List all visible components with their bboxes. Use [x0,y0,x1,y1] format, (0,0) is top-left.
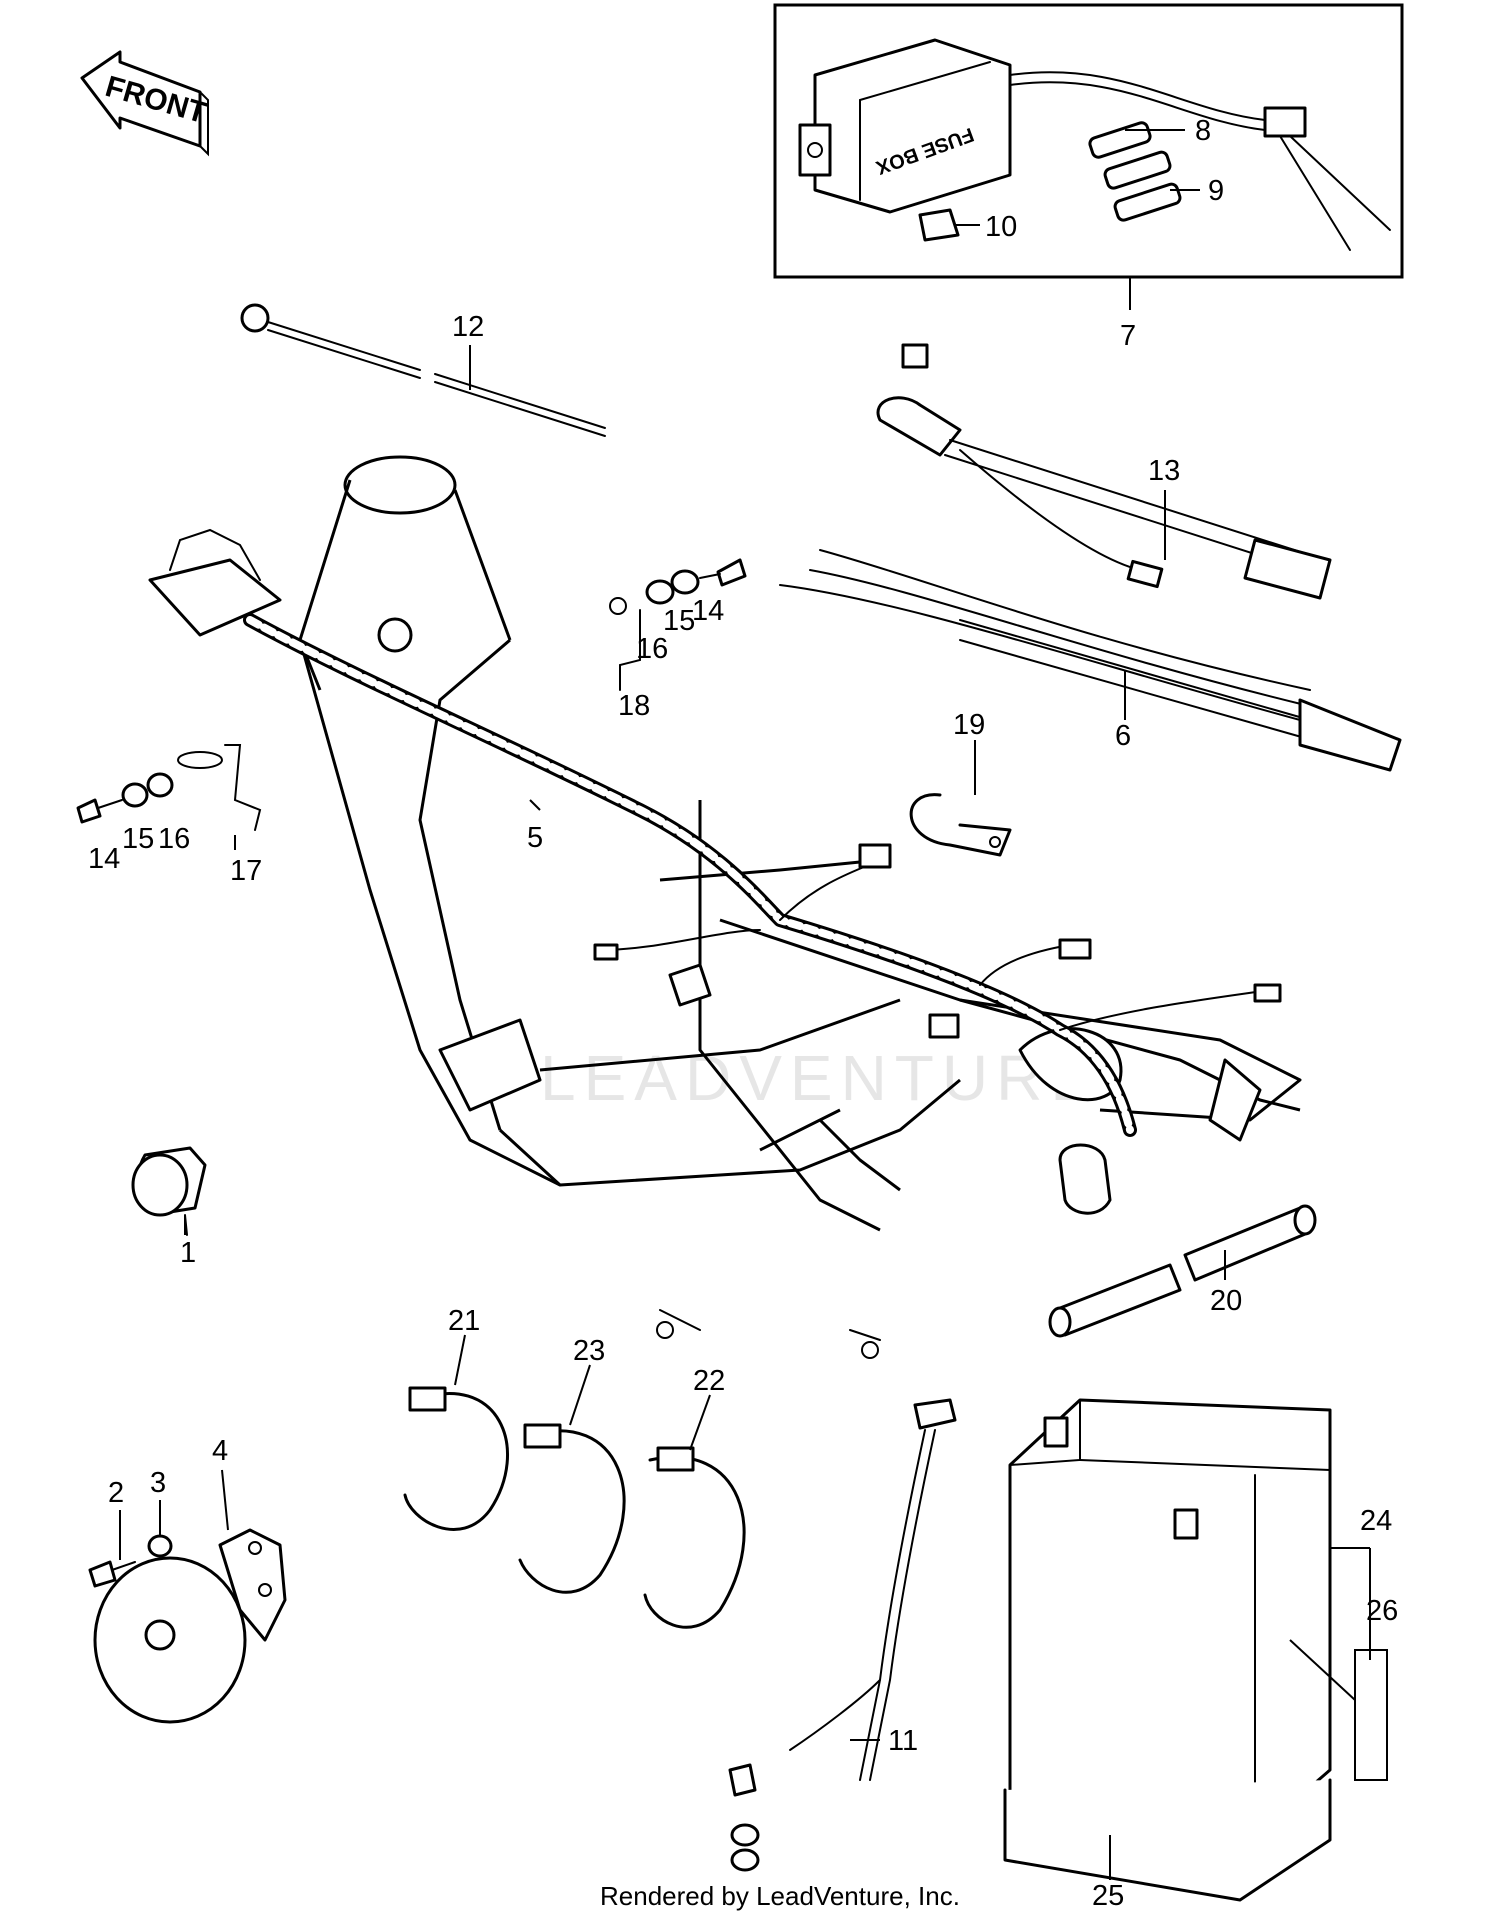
callout-2: 2 [108,1477,124,1509]
watermark: LEADVENTURE [540,1042,1101,1114]
clamp-19 [909,793,1012,857]
callout-22: 22 [693,1365,725,1397]
callout-19: 19 [953,709,985,741]
callout-16-left: 16 [158,823,190,855]
callout-23: 23 [573,1335,605,1367]
callout-9: 9 [1208,175,1224,207]
callout-13: 13 [1148,455,1180,487]
battery-cable-13 [876,343,1332,600]
bolt-washer-set-upper [609,558,747,691]
callout-8: 8 [1195,115,1211,147]
callout-25: 25 [1092,1880,1124,1912]
callout-17: 17 [230,855,262,887]
callout-14-upper: 14 [692,595,724,627]
front-arrow-icon: FRONT [80,50,210,157]
callout-18: 18 [618,690,650,722]
callout-12: 12 [452,311,484,343]
fuse-box-assembly: FUSE BOX [773,3,1404,279]
callout-6: 6 [1115,720,1131,752]
wire-6 [779,549,1402,772]
callout-16-upper: 16 [636,633,668,665]
callout-5: 5 [527,822,543,854]
callout-26: 26 [1366,1595,1398,1627]
bolt-washer-set-left [76,744,262,831]
callout-24: 24 [1360,1505,1392,1537]
callout-4: 4 [212,1435,228,1467]
callout-10: 10 [985,211,1017,243]
motorcycle-frame [298,455,1302,1359]
sleeve-20 [1048,1204,1317,1338]
callout-7: 7 [1120,320,1136,352]
battery-bands [403,1386,746,1629]
wiring-harness-5 [148,528,1282,1215]
battery-24 [1003,1398,1388,1902]
callout-20: 20 [1210,1285,1242,1317]
callout-15-left: 15 [122,823,154,855]
leader-lines [119,129,1371,1880]
credit-text: Rendered by LeadVenture, Inc. [600,1881,960,1911]
callout-1: 1 [180,1237,196,1269]
part-1 [131,1146,207,1236]
callout-11: 11 [888,1725,918,1757]
ground-wire-12 [240,303,606,437]
callout-15-upper: 15 [663,605,695,637]
horn-4 [88,1528,287,1724]
callout-labels: 1 2 3 4 5 6 7 8 9 10 11 12 13 14 15 16 1… [88,115,1398,1912]
callout-3: 3 [150,1467,166,1499]
callout-21: 21 [448,1305,480,1337]
callout-14-left: 14 [88,843,120,875]
battery-cable-11 [728,1398,957,1872]
